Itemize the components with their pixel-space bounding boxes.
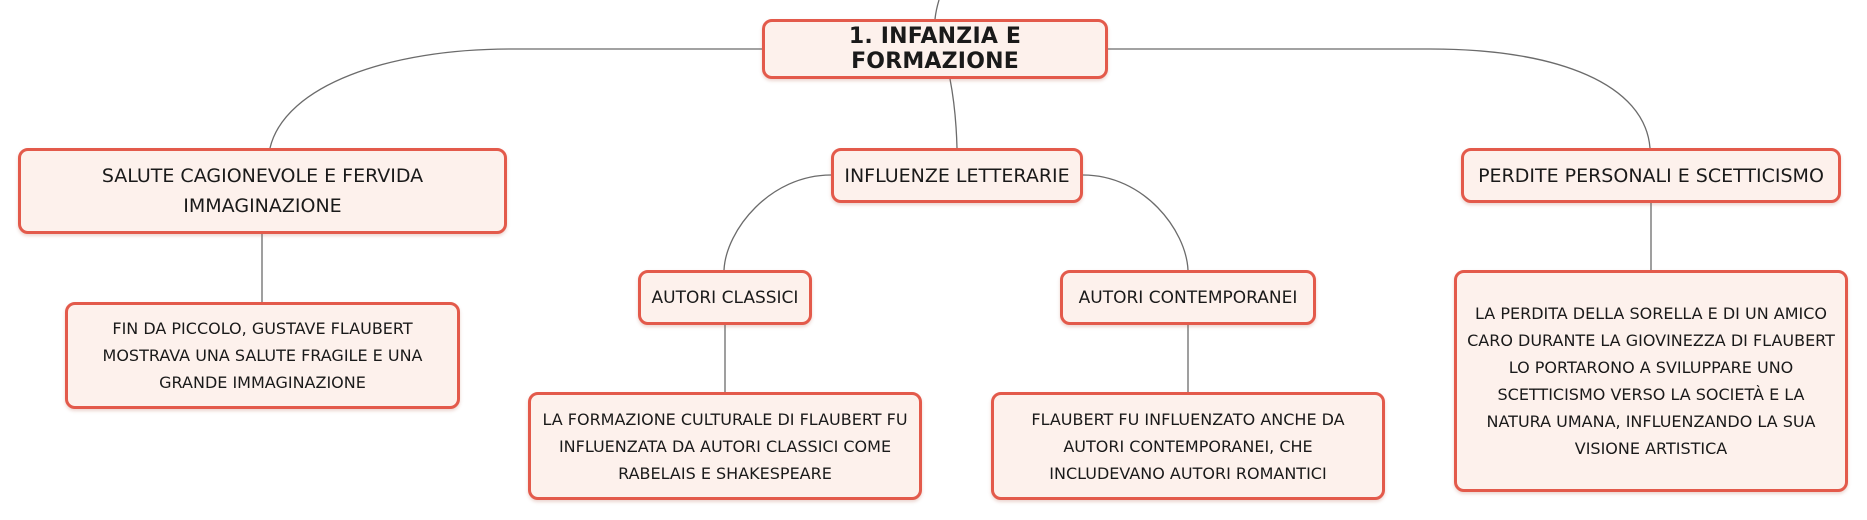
detail-text-perdite: LA PERDITA DELLA SORELLA E DI UN AMICO C…: [1467, 304, 1835, 458]
detail-text-classici: LA FORMAZIONE CULTURALE DI FLAUBERT FU I…: [542, 409, 908, 483]
subtopic-label-classici: AUTORI CLASSICI: [651, 287, 799, 308]
topic-node-salute[interactable]: SALUTE CAGIONEVOLE E FERVIDA IMMAGINAZIO…: [18, 148, 507, 234]
detail-text-contemporanei: FLAUBERT FU INFLUENZATO ANCHE DA AUTORI …: [1031, 409, 1345, 483]
detail-node-contemporanei[interactable]: FLAUBERT FU INFLUENZATO ANCHE DA AUTORI …: [991, 392, 1385, 500]
connector-root-to-salute: [269, 48, 762, 149]
topic-node-influenze[interactable]: INFLUENZE LETTERARIE: [831, 148, 1083, 203]
detail-node-perdite[interactable]: LA PERDITA DELLA SORELLA E DI UN AMICO C…: [1454, 270, 1848, 492]
connector-parent-to-root: [934, 0, 940, 20]
connector-influenze-to-contemporanei: [1082, 174, 1189, 271]
central-topic-node[interactable]: 1. INFANZIA E FORMAZIONE: [762, 19, 1108, 79]
detail-text-salute: FIN DA PICCOLO, GUSTAVE FLAUBERT MOSTRAV…: [102, 319, 423, 392]
connector-root-to-perdite: [1108, 48, 1651, 149]
subtopic-node-classici[interactable]: AUTORI CLASSICI: [638, 270, 812, 325]
subtopic-label-contemporanei: AUTORI CONTEMPORANEI: [1078, 287, 1298, 308]
topic-label-influenze: INFLUENZE LETTERARIE: [844, 164, 1070, 187]
connector-root-to-influenze: [949, 78, 958, 149]
subtopic-node-contemporanei[interactable]: AUTORI CONTEMPORANEI: [1060, 270, 1316, 325]
central-topic-label: 1. INFANZIA E FORMAZIONE: [848, 24, 1022, 74]
topic-label-perdite: PERDITE PERSONALI E SCETTICISMO: [1478, 164, 1824, 187]
topic-node-perdite[interactable]: PERDITE PERSONALI E SCETTICISMO: [1461, 148, 1841, 203]
topic-label-salute: SALUTE CAGIONEVOLE E FERVIDA IMMAGINAZIO…: [101, 165, 424, 217]
detail-node-salute[interactable]: FIN DA PICCOLO, GUSTAVE FLAUBERT MOSTRAV…: [65, 302, 460, 409]
detail-node-classici[interactable]: LA FORMAZIONE CULTURALE DI FLAUBERT FU I…: [528, 392, 922, 500]
connector-influenze-to-classici: [723, 174, 832, 271]
